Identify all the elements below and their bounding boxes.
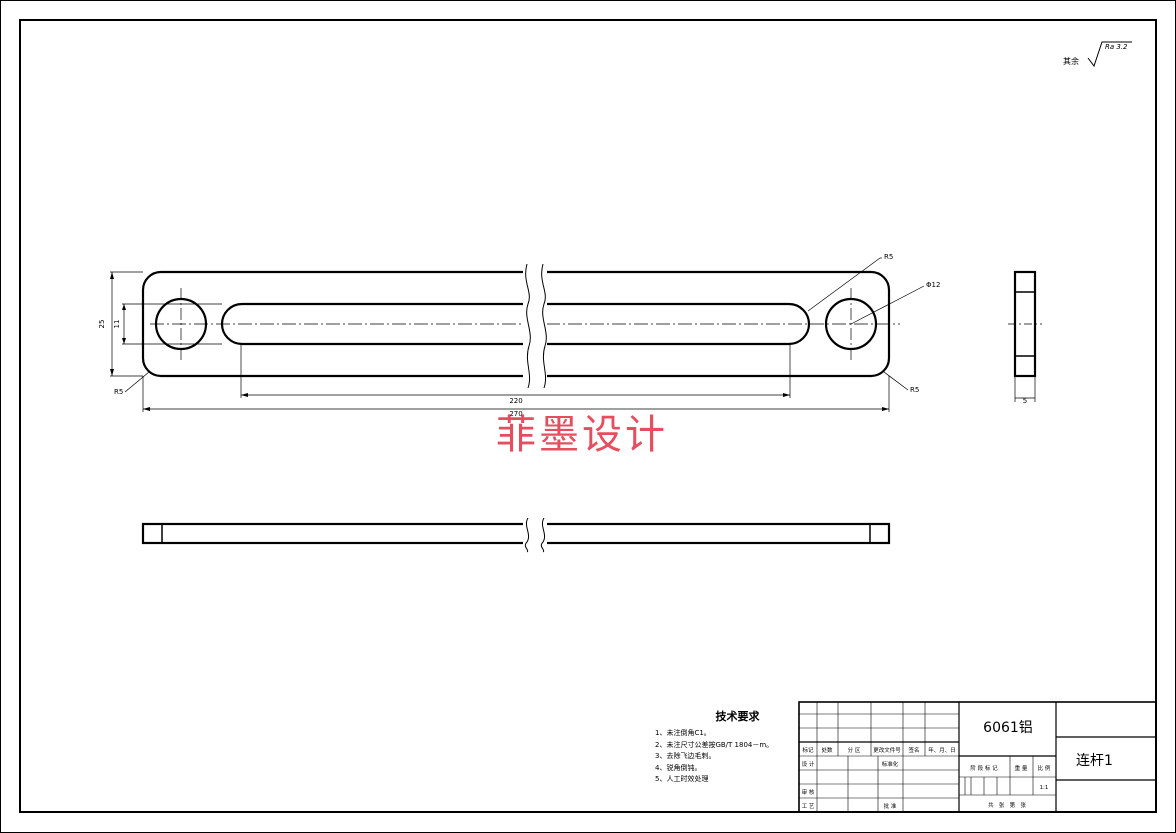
dim-r5-top: R5 [884,253,893,261]
dim-25: 25 [98,320,106,329]
arrowheads [110,272,889,411]
material-text: 6061铝 [983,720,1033,736]
label-stage-mark: 阶 段 标 记 [970,764,998,772]
dim-thickness: 5 [1023,397,1027,405]
inner-frame [19,19,1157,813]
tech-item-4: 4、锐角倒钝。 [655,763,702,772]
header-date: 年、月、日 [928,746,956,754]
header-change-doc: 更改文件号 [873,746,901,754]
roughness-symbol: 其余 Ra 3.2 [1063,41,1132,68]
sheet-info: 共 张 第 张 [988,801,1026,809]
dim-r5-left: R5 [114,388,123,396]
label-design: 设 计 [802,760,815,768]
tech-item-2: 2、未注尺寸公差按GB/T 1804－m。 [655,740,774,749]
main-view-dimensions [110,257,925,412]
side-view [1008,270,1042,402]
dim-220: 220 [509,397,522,405]
label-process: 工 艺 [802,803,815,810]
bottom-view [141,517,891,553]
link-plate-main-view [141,263,900,389]
tech-requirements-title: 技术要求 [715,710,760,723]
header-count: 处数 [821,746,833,754]
label-scale: 比 例 [1038,764,1051,772]
roughness-prefix: 其余 [1063,56,1079,66]
part-name: 连杆1 [1076,753,1113,769]
watermark-text: 菲墨设计 [496,412,668,458]
header-zone: 分 区 [848,746,861,754]
tech-item-3: 3、去除飞边毛刺。 [655,752,716,760]
title-block [798,701,1157,813]
dim-phi12: Φ12 [926,281,940,289]
scale-value: 1:1 [1040,785,1049,791]
tech-requirements: 技术要求 1、未注倒角C1。 2、未注尺寸公差按GB/T 1804－m。 3、去… [655,708,800,786]
label-weight: 重 量 [1015,764,1028,772]
tech-item-5: 5、人工时效处理 [655,775,709,783]
dim-r5-right: R5 [910,386,919,394]
header-mark: 标记 [802,746,814,754]
tech-item-1: 1、未注倒角C1。 [655,729,711,737]
label-approve: 批 准 [884,802,897,810]
label-review: 审 核 [802,788,815,796]
roughness-value: Ra 3.2 [1105,43,1128,51]
dim-270: 270 [509,410,522,418]
dim-11: 11 [113,320,121,329]
label-standardization: 标准化 [882,760,899,768]
header-signature: 签名 [908,746,919,754]
